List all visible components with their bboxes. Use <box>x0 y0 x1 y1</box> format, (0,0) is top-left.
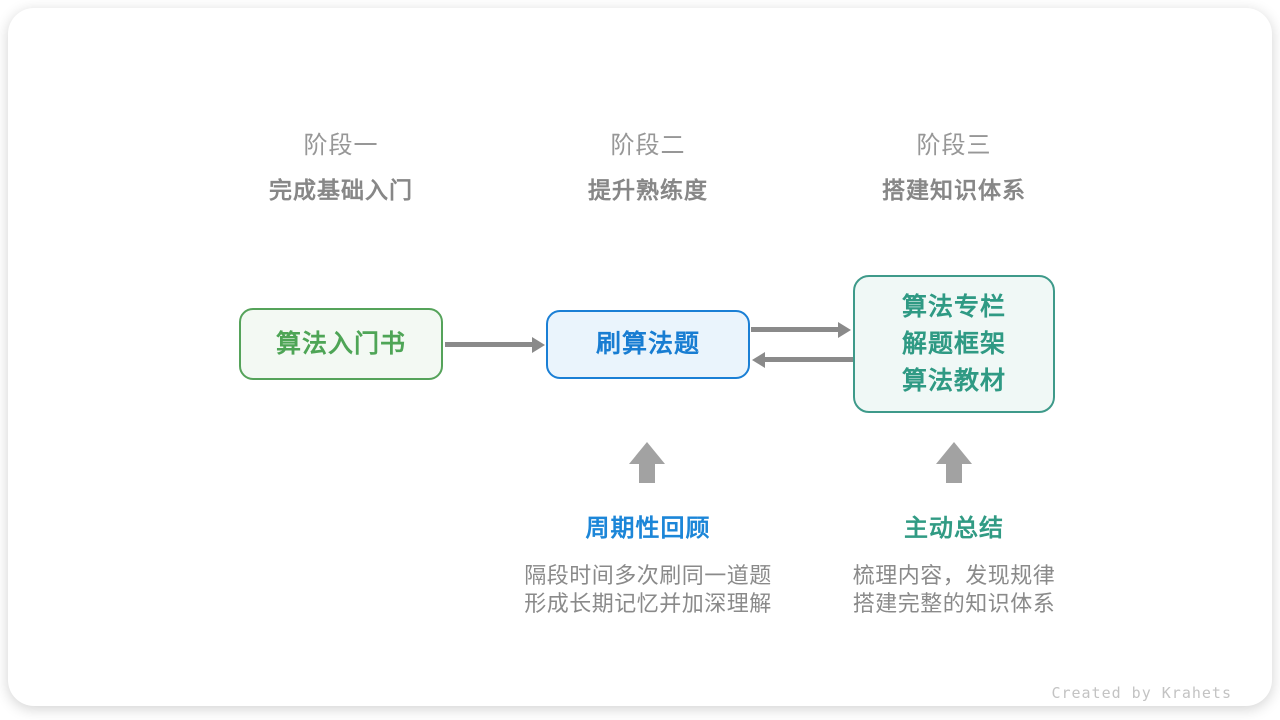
arrow-book-to-practice <box>445 336 545 353</box>
stage-3-subtitle: 搭建知识体系 <box>882 177 1026 203</box>
annotation-active-summary-title: 主动总结 <box>904 515 1004 542</box>
up-arrow-review-icon <box>629 442 665 483</box>
diagram-card: 阶段一 完成基础入门 阶段二 提升熟练度 阶段三 搭建知识体系 算法入门书 刷算… <box>8 8 1272 706</box>
stage-2-header: 阶段二 提升熟练度 <box>488 130 808 205</box>
up-arrow-summary-stem <box>946 464 962 483</box>
stage-3-title: 阶段三 <box>916 132 992 159</box>
up-arrow-review-stem <box>639 464 655 483</box>
node-intro-book-label: 算法入门书 <box>275 329 406 358</box>
node-intro-book: 算法入门书 <box>239 308 443 380</box>
stage-1-header: 阶段一 完成基础入门 <box>181 130 501 205</box>
stage-1-title: 阶段一 <box>303 132 379 159</box>
annotation-periodic-review-title: 周期性回顾 <box>585 515 711 542</box>
node-resource-line-2: 解题框架 <box>901 329 1006 358</box>
arrow-resources-to-practice <box>752 351 853 368</box>
node-practice-problems: 刷算法题 <box>546 310 750 379</box>
up-arrow-summary-head <box>936 442 972 464</box>
arrow-practice-to-resources <box>751 321 851 338</box>
stage-3-header: 阶段三 搭建知识体系 <box>794 130 1114 205</box>
annotation-active-summary-desc-line-1: 梳理内容，发现规律 <box>852 563 1056 588</box>
annotation-periodic-review: 周期性回顾 隔段时间多次刷同一道题 形成长期记忆并加深理解 <box>478 514 818 618</box>
annotation-active-summary: 主动总结 梳理内容，发现规律 搭建完整的知识体系 <box>784 514 1124 618</box>
annotation-active-summary-desc: 梳理内容，发现规律 搭建完整的知识体系 <box>784 562 1124 618</box>
annotation-active-summary-desc-line-2: 搭建完整的知识体系 <box>852 591 1056 616</box>
node-resource-line-1: 算法专栏 <box>901 292 1006 321</box>
node-resource-line-3: 算法教材 <box>901 366 1006 395</box>
up-arrow-review-head <box>629 442 665 464</box>
node-practice-problems-label: 刷算法题 <box>595 330 700 358</box>
annotation-periodic-review-desc: 隔段时间多次刷同一道题 形成长期记忆并加深理解 <box>478 562 818 618</box>
annotation-periodic-review-desc-line-2: 形成长期记忆并加深理解 <box>524 591 772 616</box>
stage-2-title: 阶段二 <box>610 132 686 159</box>
stage-1-subtitle: 完成基础入门 <box>269 177 413 203</box>
up-arrow-summary-icon <box>936 442 972 483</box>
credit-text: Created by Krahets <box>1051 684 1232 702</box>
stage-2-subtitle: 提升熟练度 <box>588 177 708 203</box>
annotation-periodic-review-desc-line-1: 隔段时间多次刷同一道题 <box>524 563 772 588</box>
node-knowledge-resources: 算法专栏 解题框架 算法教材 <box>853 275 1055 413</box>
